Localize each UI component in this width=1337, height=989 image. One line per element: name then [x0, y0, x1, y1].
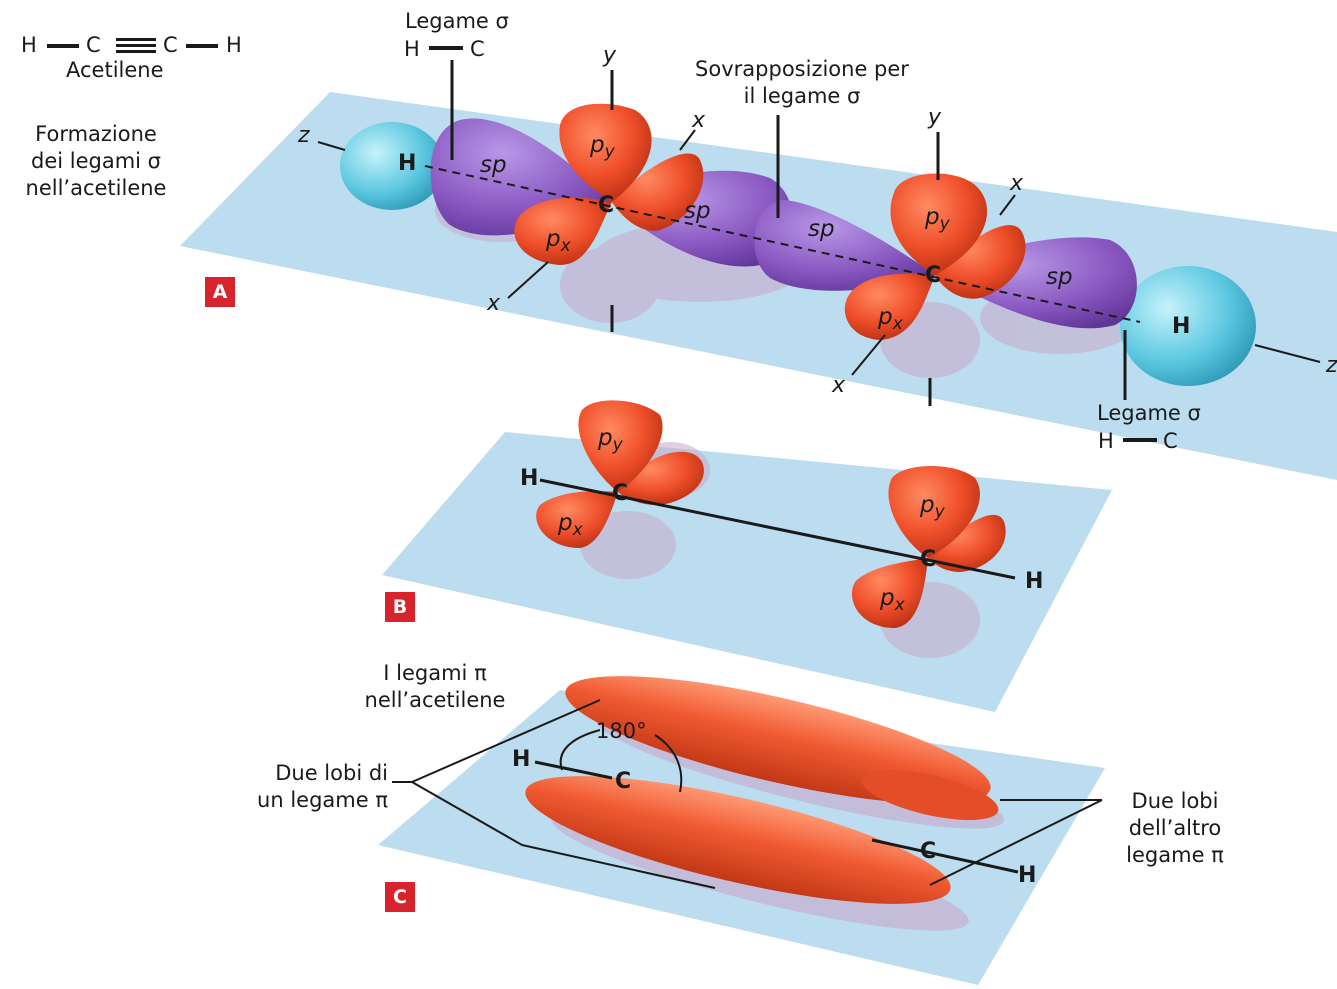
atom-h-right: H	[1172, 314, 1190, 339]
axis-x-c2-front: x	[831, 373, 846, 398]
orbital-label-sp-3: sp	[808, 216, 835, 242]
panel-b-badge: B	[385, 592, 415, 622]
atom-c-h-right: H	[1018, 863, 1036, 888]
formula-c2: C	[163, 32, 178, 59]
orbital-label-sp-4: sp	[1046, 264, 1073, 290]
panel-c-left-label: Due lobi di un legame π	[180, 760, 388, 814]
axis-y-c1: y	[602, 43, 617, 68]
atom-b-c2: C	[920, 547, 936, 572]
atom-c-h-left: H	[512, 747, 530, 772]
atom-h-left: H	[398, 151, 416, 176]
overlap-label: Sovrapposizione per il legame σ	[662, 56, 942, 110]
formula-c1: C	[86, 32, 101, 59]
atom-c2: C	[925, 263, 941, 288]
axis-z-left: z	[297, 123, 310, 148]
orbital-label-sp-2: sp	[684, 198, 711, 224]
sigma-left-h: H	[404, 37, 420, 61]
axis-x-c1-back: x	[691, 108, 706, 133]
panel-c-right-label: Due lobi dell’altro legame π	[1105, 788, 1245, 869]
atom-c1: C	[598, 193, 614, 218]
orbital-label-sp-1: sp	[480, 152, 507, 178]
axis-z-right: z	[1325, 353, 1337, 378]
formula-name: Acetilene	[66, 57, 164, 84]
atom-c-c1: C	[615, 769, 631, 794]
sigma-left-c: C	[470, 37, 485, 61]
sigma-left-label: Legame σ	[405, 8, 509, 35]
panel-c-badge: C	[385, 882, 415, 912]
atom-b-h-left: H	[520, 466, 538, 491]
angle-label: 180°	[596, 719, 647, 743]
panel-c-title: I legami π nell’acetilene	[330, 660, 540, 714]
atom-b-c1: C	[612, 481, 628, 506]
formula-h2: H	[226, 32, 242, 59]
axis-x-c2-back: x	[1009, 171, 1024, 196]
sigma-right-c: C	[1163, 429, 1178, 453]
atom-c-c2: C	[920, 839, 936, 864]
sigma-right-label: Legame σ	[1097, 400, 1201, 427]
formula-bond-2	[186, 44, 218, 48]
panel-a-badge: A	[205, 277, 235, 307]
panel-a-title: Formazione dei legami σ nell’acetilene	[6, 121, 186, 202]
formula-bond-1	[47, 44, 79, 48]
axis-x-c1-front: x	[486, 291, 501, 316]
atom-b-h-right: H	[1025, 569, 1043, 594]
formula-h1: H	[21, 32, 37, 59]
sigma-right-h: H	[1098, 429, 1114, 453]
formula-triple-bond	[116, 38, 156, 54]
